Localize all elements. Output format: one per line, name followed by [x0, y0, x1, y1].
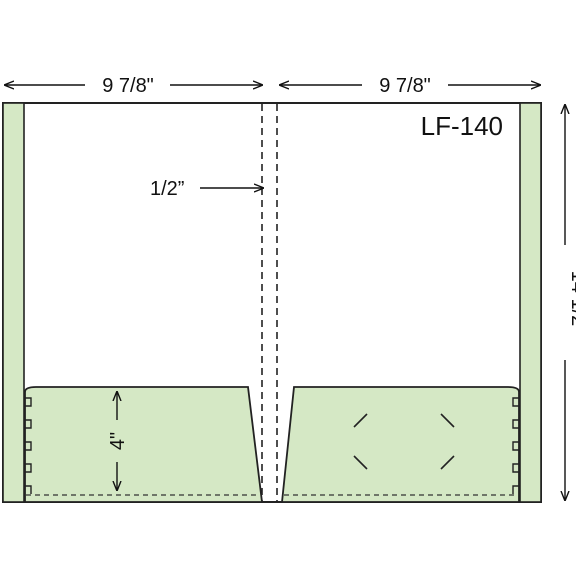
height-label: 14 1/2": [567, 271, 576, 334]
pocket-height-label: 4": [107, 432, 129, 450]
right-pocket: [281, 386, 520, 503]
left-glue-strip: [2, 102, 25, 503]
left-notches-icon: [25, 397, 32, 494]
left-width-label: 9 7/8": [102, 75, 154, 97]
spine-width-label: 1/2”: [150, 178, 184, 200]
card-slots-icon: [353, 413, 455, 470]
left-pocket: [24, 386, 264, 503]
right-notches-icon: [512, 397, 519, 494]
model-label: LF-140: [421, 111, 503, 141]
right-glue-strip: [519, 102, 542, 503]
right-width-label: 9 7/8": [379, 75, 431, 97]
